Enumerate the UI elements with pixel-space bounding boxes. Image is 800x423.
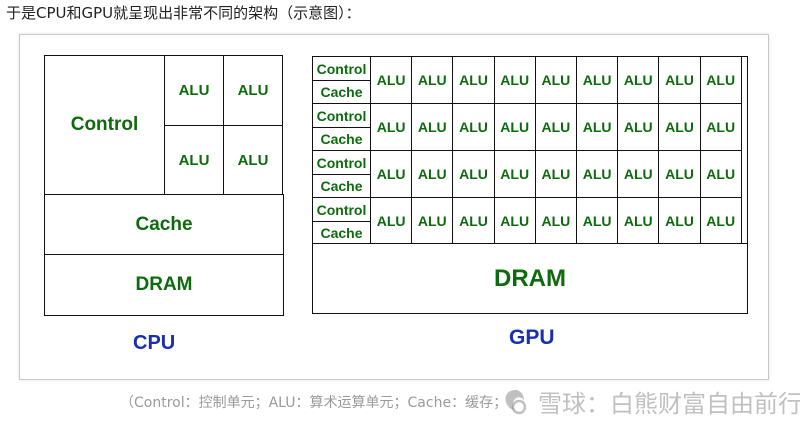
gpu-alu: ALU <box>370 150 413 198</box>
cpu-alu: ALU <box>223 55 283 126</box>
gpu-alu: ALU <box>617 103 660 151</box>
gpu-alu: ALU <box>370 197 413 245</box>
cpu-label: CPU <box>133 332 176 354</box>
gpu-cache: Cache <box>312 127 371 151</box>
gpu-alu: ALU <box>658 197 701 245</box>
gpu-alu: ALU <box>617 150 660 198</box>
gpu-control: Control <box>312 150 371 175</box>
gpu-dram: DRAM <box>312 243 748 314</box>
gpu-alu: ALU <box>534 197 577 245</box>
cpu-dram: DRAM <box>44 254 284 316</box>
gpu-alu: ALU <box>576 103 619 151</box>
gpu-alu: ALU <box>658 150 701 198</box>
gpu-cache: Cache <box>312 80 371 104</box>
gpu-alu: ALU <box>576 150 619 198</box>
legend-caption: （Control：控制单元；ALU：算术运算单元；Cache：缓存； <box>120 395 508 411</box>
gpu-alu: ALU <box>534 56 577 104</box>
gpu-alu: ALU <box>617 197 660 245</box>
gpu-alu: ALU <box>699 56 742 104</box>
gpu-alu: ALU <box>411 150 454 198</box>
gpu-alu: ALU <box>699 197 742 245</box>
cpu-control: Control <box>44 55 165 195</box>
watermark: 雪球：白熊财富自由前行 <box>500 384 800 419</box>
gpu-alu: ALU <box>658 103 701 151</box>
gpu-alu: ALU <box>411 103 454 151</box>
gpu-alu: ALU <box>534 150 577 198</box>
gpu-alu: ALU <box>617 56 660 104</box>
gpu-control: Control <box>312 56 371 81</box>
gpu-alu: ALU <box>493 150 536 198</box>
gpu-alu: ALU <box>699 103 742 151</box>
gpu-alu: ALU <box>576 197 619 245</box>
gpu-control: Control <box>312 197 371 222</box>
gpu-alu: ALU <box>493 56 536 104</box>
gpu-alu: ALU <box>658 56 701 104</box>
watermark-text: 雪球：白熊财富自由前行 <box>538 390 800 418</box>
architecture-figure: Control ALU ALU ALU ALU Cache DRAM CPU C… <box>19 34 769 380</box>
cpu-alu: ALU <box>164 125 224 195</box>
gpu-alu: ALU <box>370 103 413 151</box>
gpu-alu: ALU <box>493 103 536 151</box>
gpu-alu: ALU <box>452 56 495 104</box>
intro-text: 于是CPU和GPU就呈现出非常不同的架构（示意图）： <box>6 4 361 22</box>
cpu-alu: ALU <box>164 55 224 126</box>
gpu-alu: ALU <box>493 197 536 245</box>
gpu-cache: Cache <box>312 221 371 245</box>
gpu-alu: ALU <box>370 56 413 104</box>
gpu-alu: ALU <box>576 56 619 104</box>
gpu-alu: ALU <box>534 103 577 151</box>
snowball-logo-icon <box>500 387 530 417</box>
gpu-alu: ALU <box>411 56 454 104</box>
gpu-control: Control <box>312 103 371 128</box>
gpu-alu: ALU <box>411 197 454 245</box>
cpu-alu: ALU <box>223 125 283 195</box>
gpu-cache: Cache <box>312 174 371 198</box>
gpu-alu: ALU <box>699 150 742 198</box>
gpu-alu: ALU <box>452 197 495 245</box>
cpu-cache: Cache <box>44 194 284 255</box>
gpu-alu: ALU <box>452 103 495 151</box>
gpu-label: GPU <box>509 326 555 349</box>
cpu-diagram: Control ALU ALU ALU ALU Cache DRAM <box>44 55 284 316</box>
gpu-alu: ALU <box>452 150 495 198</box>
